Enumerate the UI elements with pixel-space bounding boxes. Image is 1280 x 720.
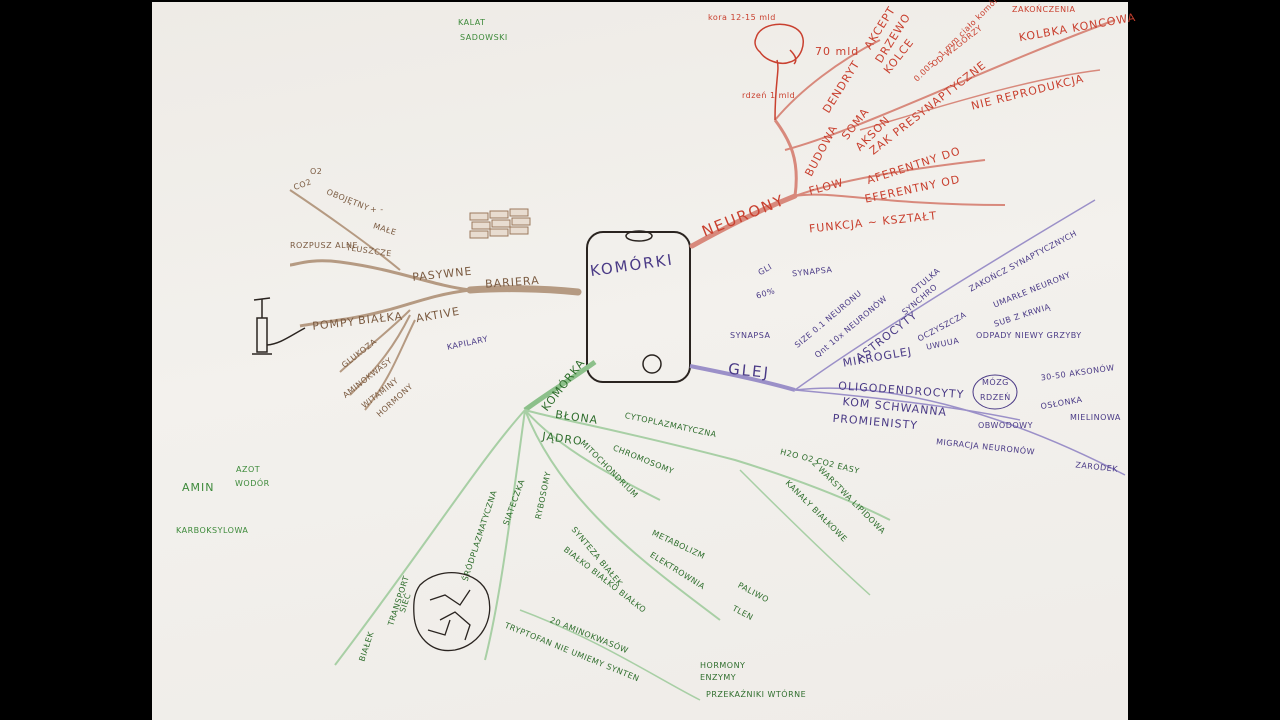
center-cell-drawing bbox=[587, 231, 690, 382]
pump-sketch bbox=[252, 298, 305, 354]
label-co2: CO2 bbox=[292, 177, 312, 192]
label-karbo: KARBOKSYLOWA bbox=[176, 526, 248, 535]
label-aksonow: 30-50 AKSONÓW bbox=[1040, 361, 1115, 382]
komorka-title: KOMÓRKA bbox=[539, 356, 588, 413]
label-plus-minus: + - bbox=[370, 205, 384, 214]
label-o2: O2 bbox=[310, 167, 322, 176]
label-jadro: JĄDRO bbox=[540, 429, 583, 448]
label-odpady: ODPADY NIEWY GRZYBY bbox=[976, 331, 1082, 340]
label-bialek: BIAŁEK bbox=[357, 630, 375, 663]
label-wodor: WODÓR bbox=[235, 477, 270, 488]
label-hormony2: HORMONY bbox=[700, 661, 745, 670]
label-pompy: POMPY bbox=[312, 315, 356, 332]
label-rybosomy: RYBOSOMY bbox=[534, 471, 553, 521]
label-kolbka: KOLBKA KONCOWA bbox=[1018, 11, 1137, 44]
label-blona: BŁONA bbox=[554, 408, 599, 427]
label-nie-reprodukcja: NIE REPRODUKCJA bbox=[970, 72, 1086, 113]
label-zakonczenia: ZAKOŃCZENIA bbox=[1012, 3, 1076, 14]
label-brain-side: rdzeń 1 mld bbox=[742, 91, 795, 100]
label-enzymy: ENZYMY bbox=[700, 673, 736, 682]
label-aktywne: AKTIVE bbox=[415, 305, 461, 326]
label-amin: AMIN bbox=[182, 481, 215, 494]
label-bialko-bialko: BIAŁKO BIAŁKO BIAŁKO bbox=[562, 545, 648, 615]
label-budowa: BUDOWA bbox=[802, 123, 840, 179]
label-pasywne: PASYWNE bbox=[412, 265, 473, 284]
label-przekazniki: PRZEKAŹNIKI WTÓRNE bbox=[706, 688, 806, 699]
brain-sketch bbox=[755, 24, 803, 64]
label-funkcja: FUNKCJA ~ KSZTAŁT bbox=[808, 209, 937, 235]
bariera-labels: BARIERA PASYWNE AKTIVE OBOJĘTNY + - MAŁE… bbox=[290, 167, 540, 419]
label-chromosomy: CHROMOSOMY bbox=[612, 443, 675, 476]
center-label: KOMÓRKI bbox=[589, 250, 675, 281]
label-paliwo: PALIWO bbox=[736, 581, 770, 605]
label-glukoza: GLUKOZA bbox=[340, 337, 378, 370]
label-tlen: TLEN bbox=[730, 603, 755, 622]
glej-labels: GLEJ GLI 60% SYNAPSA SYNAPSA SIZE 0.1 NE… bbox=[727, 227, 1121, 474]
author-line-2: SADOWSKI bbox=[460, 33, 508, 42]
label-gli: GLI bbox=[757, 262, 774, 277]
glej-title: GLEJ bbox=[727, 360, 771, 382]
label-azot: AZOT bbox=[236, 465, 260, 474]
label-cytoplazmatyczna: CYTOPLAZMATYCZNA bbox=[624, 411, 717, 439]
label-kapilary: KAPILARY bbox=[446, 334, 489, 351]
label-tluszcze: TŁUSZCZE bbox=[345, 243, 393, 258]
label-brain-top: kora 12-15 mld bbox=[708, 13, 776, 22]
label-oslonka: OSŁONKA bbox=[1040, 395, 1083, 411]
label-oczyszcza: OCZYSZCZA bbox=[916, 310, 968, 343]
label-zarodek: ZARODEK bbox=[1075, 460, 1119, 473]
neurony-title: NEURONY bbox=[699, 191, 788, 241]
label-migracja: MIGRACJA NEURONÓW bbox=[936, 435, 1036, 456]
label-obwodowy: OBWODOWY bbox=[978, 421, 1033, 430]
label-male: MAŁE bbox=[372, 221, 398, 237]
label-uwuua: UWUUA bbox=[925, 336, 960, 352]
label-mozg: MÓZG bbox=[982, 376, 1009, 387]
label-sroplazmatyczna: ŚRÓDPLAZMATYCZNA bbox=[459, 488, 499, 582]
label-60: 60% bbox=[755, 286, 776, 301]
label-synapsa-left: SYNAPSA bbox=[730, 331, 770, 340]
er-sketch bbox=[414, 573, 490, 651]
author-line-1: KALAT bbox=[458, 18, 485, 27]
komorka-labels: KOMÓRKA BŁONA CYTOPLAZMATYCZNA H2O O2 CO… bbox=[357, 356, 887, 699]
label-obojetne: OBOJĘTNY bbox=[325, 187, 370, 212]
label-dendryt: DENDRYT bbox=[820, 58, 863, 115]
label-70mld: 70 mld bbox=[815, 45, 859, 58]
label-mitochondrium: MITOCHONDRIUM bbox=[579, 438, 640, 499]
label-synapsa-top: SYNAPSA bbox=[792, 265, 833, 278]
label-zakoncz: ZAKOŃCZ SYNAPTYCZNYCH bbox=[967, 227, 1079, 293]
label-mielinowa: MIELINOWA bbox=[1070, 413, 1121, 422]
label-rdzen: RDZEŃ bbox=[980, 391, 1011, 402]
label-promienisty: PROMIENISTY bbox=[832, 412, 918, 432]
brick-wall-sketch bbox=[470, 209, 530, 238]
label-bialka: BIAŁKA bbox=[357, 310, 403, 328]
